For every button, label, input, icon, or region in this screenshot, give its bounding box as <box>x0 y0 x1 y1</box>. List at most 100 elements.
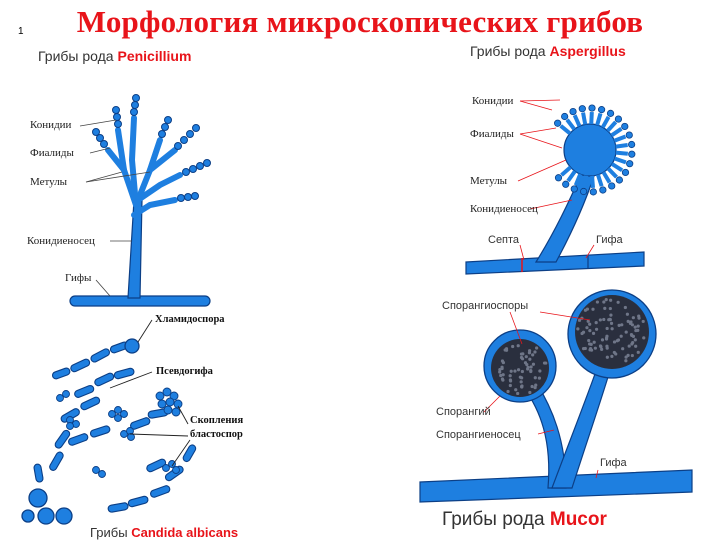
mucor-spore <box>606 327 609 330</box>
mucor-spore <box>599 318 602 321</box>
aspergillus-conidium <box>589 105 595 111</box>
aspergillus-phialide <box>603 172 609 182</box>
mucor-spore <box>605 335 608 338</box>
mucor-spore <box>620 335 623 338</box>
penicillium-label-conidiophore: Конидиеносец <box>27 235 95 247</box>
mucor-spore <box>613 340 616 343</box>
mucor-spore <box>530 385 533 388</box>
aspergillus-figure: Конидии Фиалиды Метулы Конидиеносец Септ… <box>466 95 644 274</box>
mucor-spore <box>624 306 627 309</box>
aspergillus-conidium <box>622 169 628 175</box>
mucor-spore <box>534 376 537 379</box>
mucor-spore <box>634 345 637 348</box>
aspergillus-conidium <box>607 110 613 116</box>
aspergillus-phialide <box>592 176 593 188</box>
candida-leader-lines <box>110 320 190 466</box>
aspergillus-phialide <box>591 112 592 124</box>
mucor-spore <box>517 368 520 371</box>
aspergillus-conidium <box>616 177 622 183</box>
mucor-spore <box>591 308 594 311</box>
mucor-spore <box>509 378 512 381</box>
aspergillus-phialide <box>616 153 628 154</box>
mucor-spore <box>525 363 528 366</box>
mucor-spore <box>607 318 610 321</box>
mucor-spore <box>580 332 583 335</box>
penicillium-figure: Конидии Фиалиды Метулы Конидиеносец Гифы <box>27 95 211 307</box>
mucor-spore <box>634 329 637 332</box>
mucor-spore <box>627 320 630 323</box>
mucor-spore <box>624 359 627 362</box>
aspergillus-label-hypha: Гифа <box>596 234 624 246</box>
aspergillus-conidium <box>629 151 635 157</box>
aspergillus-label-conidiophore: Конидиеносец <box>470 203 538 215</box>
mucor-spore <box>525 355 528 358</box>
aspergillus-phialide <box>615 158 626 162</box>
mucor-spore <box>534 386 537 389</box>
penicillium-metulae <box>108 118 180 215</box>
aspergillus-conidium <box>580 188 586 194</box>
mucor-spore <box>595 328 598 331</box>
mucor-spore <box>520 352 523 355</box>
mucor-spore <box>520 376 523 379</box>
mucor-spore <box>502 361 505 364</box>
mucor-spore <box>532 363 535 366</box>
aspergillus-phialide <box>608 169 616 178</box>
aspergillus-phialide <box>614 136 625 140</box>
mucor-spore <box>587 339 590 342</box>
mucor-sporangium-left-spores <box>491 339 549 397</box>
mucor-spore <box>609 299 612 302</box>
mucor-spore <box>509 384 512 387</box>
aspergillus-phialide <box>616 145 628 147</box>
mucor-spore <box>610 322 613 325</box>
mucor-spore <box>642 336 645 339</box>
mucor-spore <box>521 357 524 360</box>
mucor-spore <box>618 324 621 327</box>
mucor-spore <box>543 361 546 364</box>
mucor-spore <box>531 353 534 356</box>
mucor-spore <box>617 338 620 341</box>
mucor-spore <box>510 370 513 373</box>
mucor-spore <box>501 379 504 382</box>
mucor-spore <box>626 313 629 316</box>
mucor-spore <box>584 347 587 350</box>
mucor-spore <box>595 321 598 324</box>
candida-label-chlamydospore: Хламидоспора <box>155 314 225 325</box>
mucor-spore <box>642 320 645 323</box>
mucor-spore <box>528 349 531 352</box>
mucor-spore <box>535 346 538 349</box>
aspergillus-phialide <box>598 175 602 186</box>
mucor-spore <box>529 369 532 372</box>
mucor-spore <box>610 355 613 358</box>
aspergillus-phialide <box>603 117 609 127</box>
mucor-spore <box>630 342 633 345</box>
aspergillus-label-phialides: Фиалиды <box>470 128 515 140</box>
aspergillus-conidium <box>579 106 585 112</box>
mucor-spore <box>632 316 635 319</box>
mucor-spore <box>611 327 614 330</box>
mucor-spore <box>632 335 635 338</box>
penicillium-label-conidia: Конидии <box>30 119 72 131</box>
aspergillus-conidium <box>598 106 604 112</box>
aspergillus-conidium <box>615 116 621 122</box>
aspergillus-conidium <box>590 189 596 195</box>
aspergillus-conidium <box>626 132 632 138</box>
mucor-spore <box>625 330 628 333</box>
mucor-spore <box>514 388 517 391</box>
aspergillus-conidium <box>554 120 560 126</box>
aspergillus-phialide <box>575 115 580 126</box>
mucor-spore <box>584 309 587 312</box>
aspergillus-phialide <box>608 122 616 131</box>
mucor-spore <box>533 350 536 353</box>
mucor-spore <box>520 380 523 383</box>
aspergillus-conidium <box>628 141 634 147</box>
mucor-label-sporangiophore: Спорангиеносец <box>436 429 521 441</box>
aspergillus-conidium <box>600 187 606 193</box>
mucor-spore <box>594 347 597 350</box>
mucor-spore <box>605 345 608 348</box>
mucor-spore <box>516 392 519 395</box>
mucor-spore <box>631 323 634 326</box>
mucor-spore <box>609 314 612 317</box>
aspergillus-conidium <box>561 113 567 119</box>
mucor-spore <box>593 341 596 344</box>
mucor-spore <box>592 332 595 335</box>
